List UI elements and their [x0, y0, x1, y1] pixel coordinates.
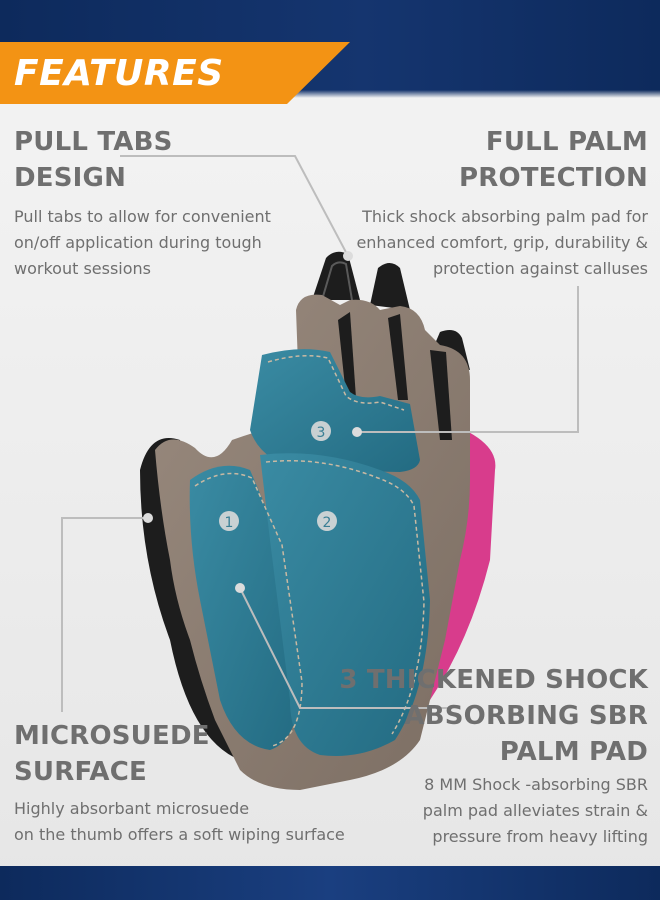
pad-marker-3 [311, 421, 331, 441]
microsuede-heading-1: MICROSUEDE [14, 721, 210, 751]
pad-marker-3-label: 3 [317, 425, 326, 441]
callout-lines [61, 155, 579, 712]
features-title: FEATURES [14, 53, 224, 94]
callout-dot-full-palm [352, 427, 362, 437]
pad-marker-2-label: 2 [323, 515, 332, 531]
palm-pad-top [250, 349, 420, 472]
full-palm-heading-2: PROTECTION [458, 163, 648, 193]
full-palm-line-1: Thick shock absorbing palm pad for [362, 207, 648, 226]
full-palm-heading-1: FULL PALM [485, 127, 648, 157]
features-banner [0, 42, 350, 104]
footer-band [0, 866, 660, 900]
pad-marker-2 [317, 511, 337, 531]
finger-gap-2 [388, 314, 408, 400]
callout-dot-microsuede [143, 513, 153, 523]
full-palm-line-3: protection against calluses [432, 259, 648, 278]
shock-pad-heading-2: ABSORBING SBR [404, 701, 648, 731]
shock-pad-line-3: pressure from heavy lifting [432, 827, 648, 846]
finger-gap-3 [430, 350, 452, 440]
pull-tab-middle [370, 263, 410, 310]
shock-pad-heading-1: 3 THICKENED SHOCK [339, 665, 648, 695]
pull-tab-left [312, 251, 360, 300]
shock-pad-line-2: palm pad alleviates strain & [422, 801, 648, 820]
pull-tabs-heading-2: DESIGN [14, 163, 127, 193]
shock-pad-heading-3: PALM PAD [499, 737, 648, 767]
shock-pad-line-1: 8 MM Shock -absorbing SBR [424, 775, 648, 794]
pull-tabs-line-2: on/off application during tough [14, 233, 262, 252]
pad-marker-1 [219, 511, 239, 531]
callout-dot-shock-pad [235, 583, 245, 593]
pull-tabs-line-1: Pull tabs to allow for convenient [14, 207, 271, 226]
callout-dot-pull-tabs [343, 251, 353, 261]
full-palm-line-2: enhanced comfort, grip, durability & [356, 233, 648, 252]
pull-tabs-heading-1: PULL TABS [14, 127, 173, 157]
microsuede-heading-2: SURFACE [14, 757, 147, 787]
pad-marker-1-label: 1 [225, 515, 234, 531]
palm-pad-right [260, 453, 430, 756]
microsuede-line-2: on the thumb offers a soft wiping surfac… [14, 825, 345, 844]
pull-tabs-line-3: workout sessions [14, 259, 151, 278]
finger-gap-1 [338, 312, 356, 398]
microsuede-line-1: Highly absorbant microsuede [14, 799, 250, 818]
